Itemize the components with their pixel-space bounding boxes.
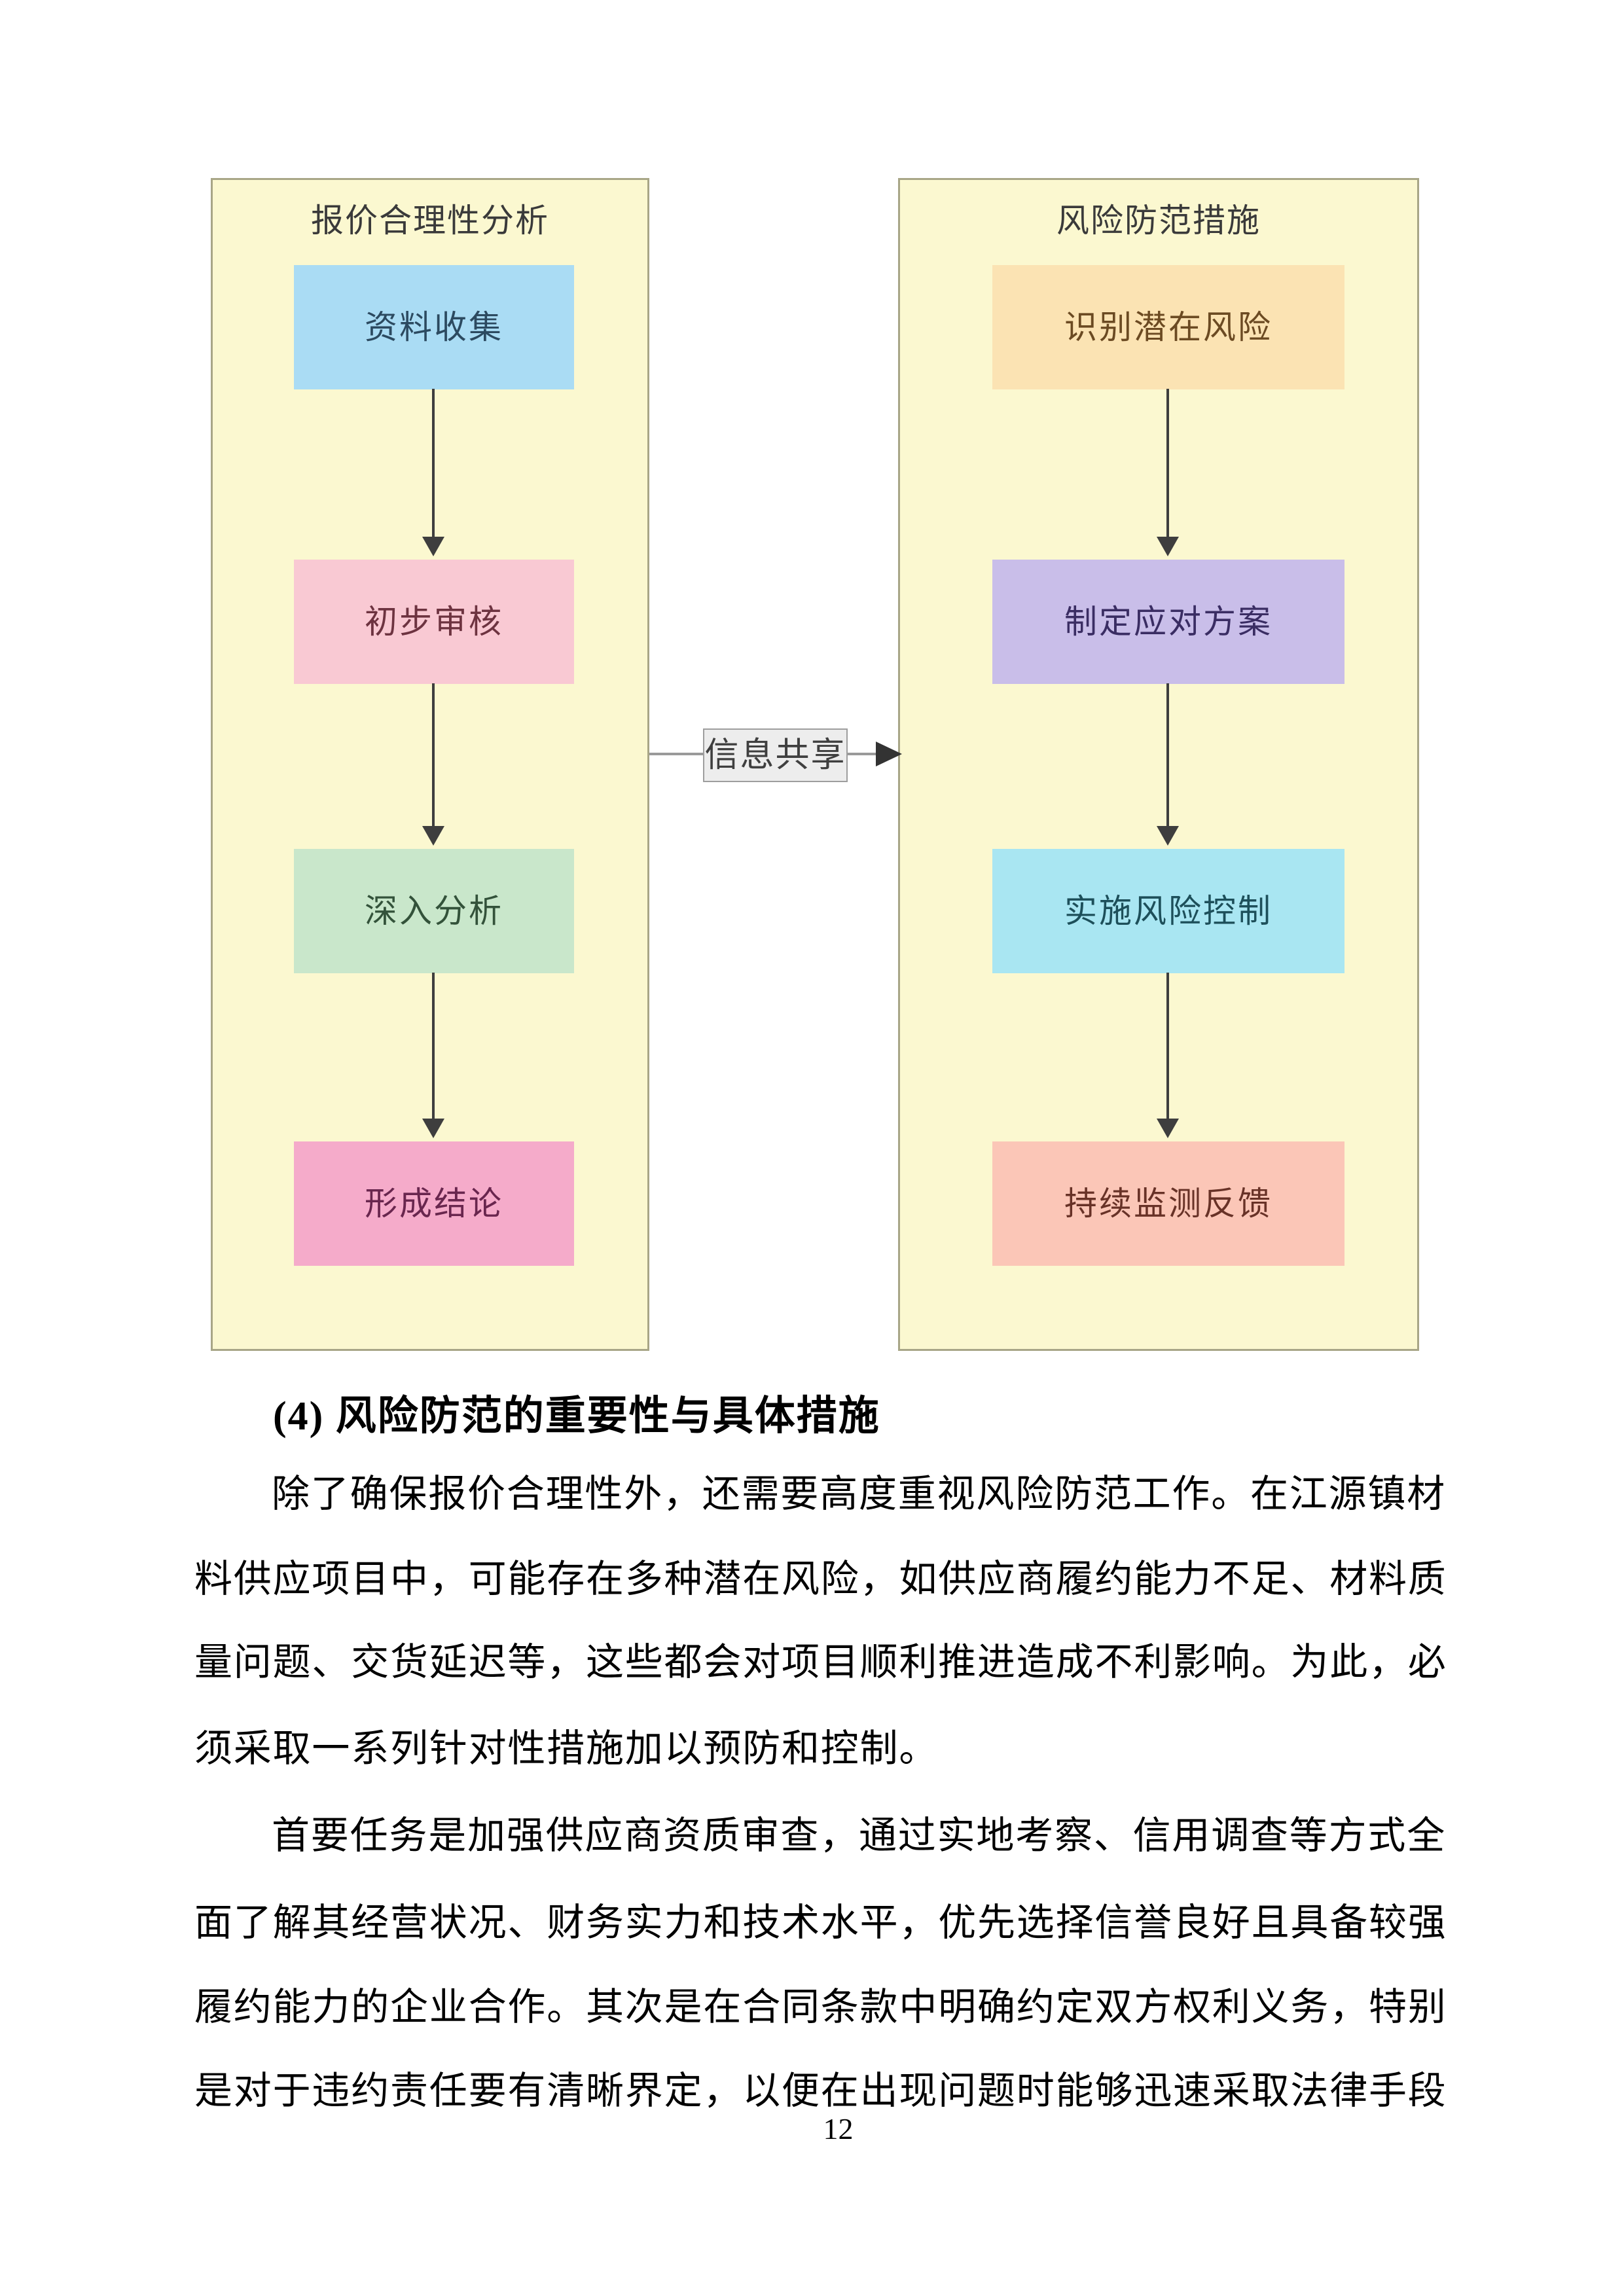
body-text-line: 须采取一系列针对性措施加以预防和控制。 <box>194 1727 939 1770</box>
body-text-line: 量问题、交货延迟等，这些都会对项目顺利推进造成不利影响。为此，必 <box>194 1641 1447 1683</box>
arrow-head <box>422 1119 444 1138</box>
body-text-line: 料供应项目中，可能存在多种潜在风险，如供应商履约能力不足、材料质 <box>194 1558 1447 1600</box>
body-text-line: 首要任务是加强供应商资质审查，通过实地考察、信用调查等方式全 <box>272 1814 1447 1857</box>
flow-node-identify-risks: 识别潜在风险 <box>992 265 1344 389</box>
flow-node-deep-analysis: 深入分析 <box>294 849 574 973</box>
arrow-head <box>422 826 444 846</box>
body-text-line: 除了确保报价合理性外，还需要高度重视风险防范工作。在江源镇材 <box>272 1473 1447 1515</box>
down-arrow-icon <box>421 973 446 1138</box>
down-arrow-icon <box>421 683 446 846</box>
arrow-shaft <box>432 389 435 537</box>
flow-node-preliminary-review: 初步审核 <box>294 560 574 684</box>
arrow-head <box>422 537 444 556</box>
arrow-head <box>1157 537 1179 556</box>
down-arrow-icon <box>1155 973 1180 1138</box>
arrow-head <box>1157 826 1179 846</box>
flow-node-make-response-plan: 制定应对方案 <box>992 560 1344 684</box>
arrow-shaft <box>432 973 435 1119</box>
body-text-line: 面了解其经营状况、财务实力和技术水平，优先选择信誉良好且具备较强 <box>194 1901 1447 1944</box>
arrow-head <box>1157 1119 1179 1138</box>
body-text-line: 是对于违约责任要有清晰界定，以便在出现问题时能够迅速采取法律手段 <box>194 2070 1447 2112</box>
panel-title: 风险防范措施 <box>1056 202 1261 239</box>
body-text-line: 履约能力的企业合作。其次是在合同条款中明确约定双方权利义务，特别 <box>194 1986 1447 2028</box>
flow-panel-quotation-analysis: 报价合理性分析 资料收集 初步审核 深入分析 形成结论 <box>211 178 649 1351</box>
down-arrow-icon <box>1155 389 1180 556</box>
panel-title: 报价合理性分析 <box>311 202 549 239</box>
flow-node-form-conclusion: 形成结论 <box>294 1141 574 1266</box>
page-number: 12 <box>823 2112 854 2145</box>
arrow-shaft <box>1166 973 1169 1119</box>
connector-label: 信息共享 <box>703 728 848 782</box>
down-arrow-icon <box>1155 683 1180 846</box>
flow-node-data-collection: 资料收集 <box>294 265 574 389</box>
arrow-shaft <box>1166 683 1169 826</box>
right-arrow-icon <box>876 742 902 766</box>
flow-panel-risk-prevention: 风险防范措施 识别潜在风险 制定应对方案 实施风险控制 持续监测反馈 <box>898 178 1419 1351</box>
down-arrow-icon <box>421 389 446 556</box>
flow-node-implement-risk-control: 实施风险控制 <box>992 849 1344 973</box>
section-heading: (4) 风险防范的重要性与具体措施 <box>273 1394 880 1439</box>
flow-node-continuous-monitoring: 持续监测反馈 <box>992 1141 1344 1266</box>
arrow-shaft <box>1166 389 1169 537</box>
arrow-shaft <box>432 683 435 826</box>
